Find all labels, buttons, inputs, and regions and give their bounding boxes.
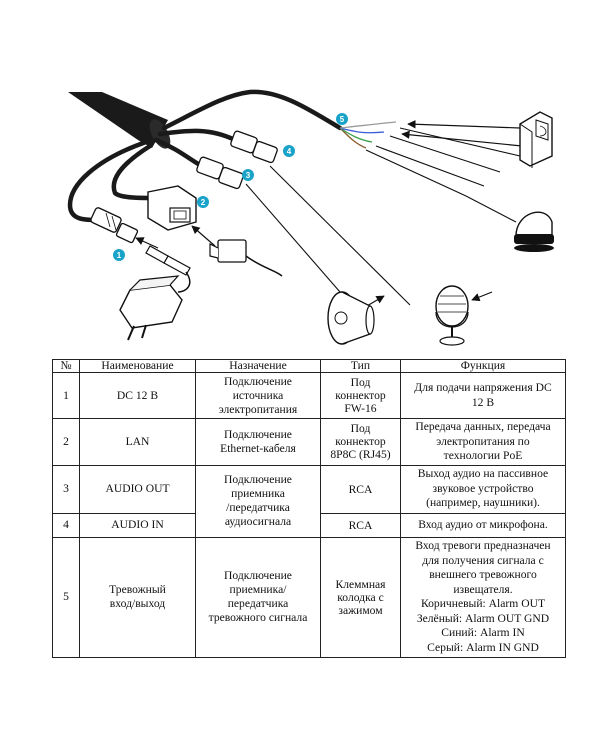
row-function: Для подачи напряжения DC 12 В <box>400 372 566 419</box>
cable-audio-in <box>157 128 238 143</box>
header-purpose: Назначение <box>195 359 321 373</box>
callout-3: 3 <box>242 169 254 181</box>
arrow-5b <box>401 130 523 147</box>
line-sensor-2 <box>375 145 485 187</box>
arrow-2 <box>191 225 216 247</box>
cables <box>67 89 343 223</box>
arrow-1 <box>135 237 159 249</box>
arrow-5a <box>407 120 521 129</box>
callout-5: 5 <box>336 113 348 125</box>
table-row: 4 AUDIO IN RCA Вход аудио от микрофона. <box>52 512 566 538</box>
row-purpose: Подключение источника электропитания <box>195 372 321 419</box>
wire-green <box>339 127 373 143</box>
svg-text:4: 4 <box>287 147 292 156</box>
svg-text:1: 1 <box>117 251 122 260</box>
wire-blue <box>339 127 385 134</box>
cable-lan <box>111 143 153 201</box>
row-purpose: Подключение приемника /передатчика аудио… <box>195 464 321 538</box>
wire-gray <box>339 121 397 129</box>
motion-sensor-icon <box>519 111 553 168</box>
svg-text:5: 5 <box>340 115 345 124</box>
callout-4: 4 <box>283 145 295 157</box>
audio-in-connector <box>230 130 278 164</box>
lan-connector <box>147 185 197 231</box>
row-num: 2 <box>52 418 80 466</box>
row-type: Под коннектор 8P8C (RJ45) <box>320 418 401 466</box>
row-function: Вход тревоги предназначен для получения … <box>400 536 566 658</box>
alarm-wires <box>339 121 397 149</box>
cable-connection-diagram: 1 2 3 4 5 <box>67 89 554 346</box>
row-name: AUDIO IN <box>79 512 196 538</box>
audio-out-connector <box>196 156 244 190</box>
row-type: RCA <box>320 512 401 538</box>
callout-2: 2 <box>197 196 209 208</box>
header-function: Функция <box>400 359 566 373</box>
line-sensor-1 <box>365 149 517 223</box>
table-header-row: № Наименование Назначение Тип Функция <box>52 359 566 373</box>
row-name: LAN <box>79 418 196 466</box>
wire-brown <box>339 127 367 149</box>
connector-spec-table: № Наименование Назначение Тип Функция 1 … <box>52 359 566 658</box>
line-siren-2 <box>399 127 521 157</box>
row-purpose: Подключение Ethernet-кабеля <box>195 418 321 466</box>
row-num: 4 <box>52 512 80 538</box>
cable-alarm <box>161 89 343 131</box>
header-num: № <box>52 359 80 373</box>
table-row: 2 LAN Подключение Ethernet-кабеля Под ко… <box>52 418 566 466</box>
row-type: Клеммная колодка с зажимом <box>320 536 401 658</box>
table-row: 5 Тревожный вход/выход Подключение прием… <box>52 536 566 658</box>
microphone-icon <box>435 285 469 346</box>
alarm-siren-icon <box>514 211 554 252</box>
callout-1: 1 <box>113 249 125 261</box>
svg-text:3: 3 <box>246 171 251 180</box>
line-audio-out <box>245 183 341 293</box>
row-name: DC 12 В <box>79 372 196 419</box>
header-name: Наименование <box>79 359 196 373</box>
row-function: Вход аудио от микрофона. <box>400 512 566 538</box>
row-num: 5 <box>52 536 80 658</box>
row-type: RCA <box>320 464 401 514</box>
row-num: 3 <box>52 464 80 514</box>
line-siren-1 <box>389 135 501 173</box>
speaker-icon <box>327 291 375 345</box>
line-audio-in <box>269 165 411 306</box>
row-function: Передача данных, передача электропитания… <box>400 418 566 466</box>
power-adapter-icon <box>119 245 191 341</box>
dc-connector <box>90 207 139 244</box>
header-type: Тип <box>320 359 401 373</box>
cable-audio-out <box>153 137 208 171</box>
table-row: 3 AUDIO OUT Подключение приемника /перед… <box>52 464 566 538</box>
row-function: Выход аудио на пассивное звуковое устрой… <box>400 464 566 514</box>
table-row: 1 DC 12 В Подключение источника электроп… <box>52 372 566 419</box>
cable-dc <box>67 139 149 223</box>
row-name: Тревожный вход/выход <box>79 536 196 658</box>
row-num: 1 <box>52 372 80 419</box>
lan-adapter-icon <box>209 239 283 277</box>
row-purpose: Подключение приемника/ передатчика трево… <box>195 536 321 658</box>
row-name: AUDIO OUT <box>79 464 196 514</box>
arrow-4 <box>471 291 493 302</box>
svg-text:2: 2 <box>201 198 206 207</box>
row-type: Под коннектор FW-16 <box>320 372 401 419</box>
